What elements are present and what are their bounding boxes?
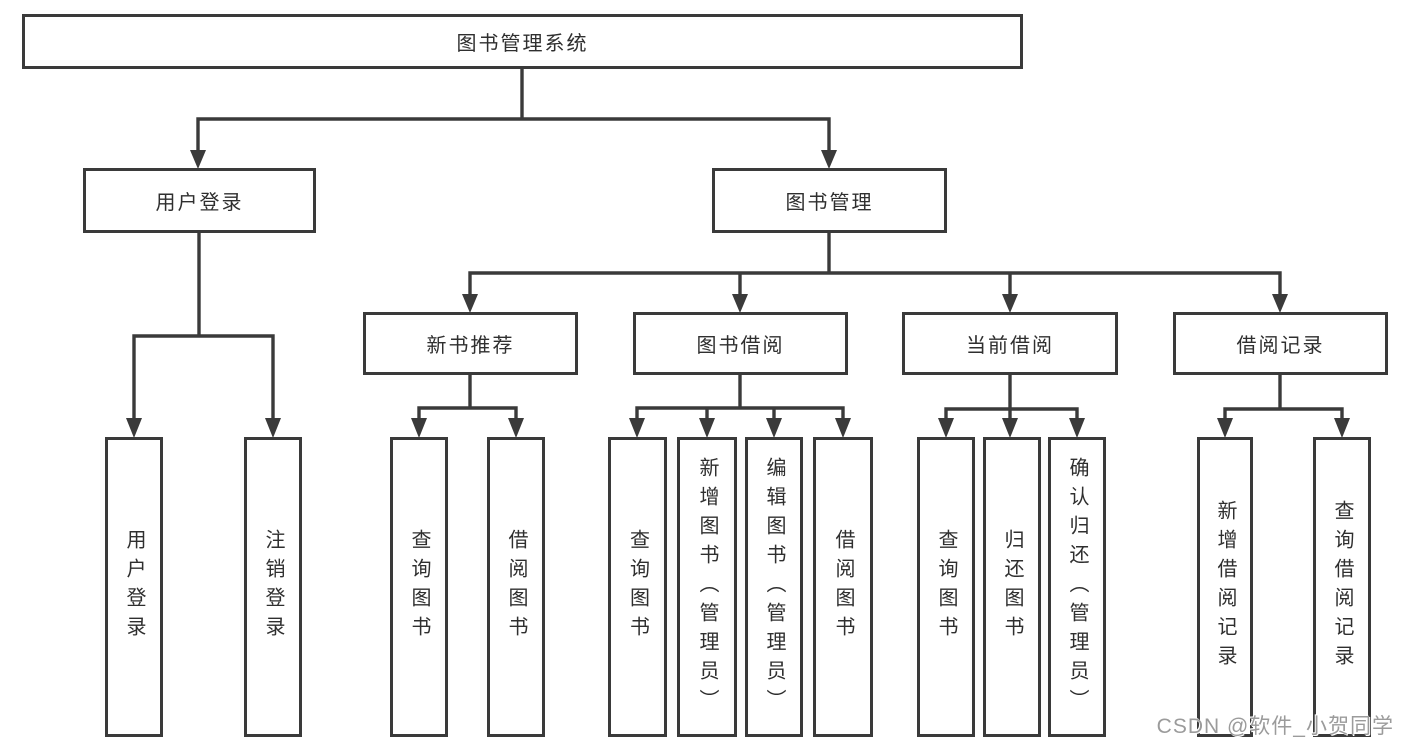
connector-root-branch [196, 117, 831, 157]
node-book-borrow: 图书借阅 [633, 312, 848, 375]
leaf-label: 新增图书（管理员） [696, 456, 718, 718]
arrow-icon [1002, 418, 1018, 438]
connector-book-borrow-branch [635, 406, 845, 426]
leaf-label: 借阅图书 [505, 529, 527, 645]
arrow-icon [190, 150, 206, 169]
connector-new-book-branch [417, 406, 518, 426]
arrow-icon [126, 418, 142, 438]
leaf-label: 查询图书 [935, 529, 957, 645]
leaf-query-books-2: 查询图书 [608, 437, 667, 737]
leaf-label: 查询借阅记录 [1331, 500, 1353, 674]
connector-user-login-branch [132, 334, 275, 425]
node-book-management: 图书管理 [712, 168, 947, 233]
leaf-label: 归还图书 [1001, 529, 1023, 645]
arrow-icon [629, 418, 645, 438]
arrow-icon [462, 294, 478, 313]
arrow-icon [1069, 418, 1085, 438]
arrow-icon [732, 294, 748, 313]
leaf-label: 借阅图书 [832, 529, 854, 645]
leaf-add-books-admin: 新增图书（管理员） [677, 437, 737, 737]
connector-book-mgmt-branch [468, 271, 1282, 300]
arrow-icon [1217, 418, 1233, 438]
arrow-icon [1272, 294, 1288, 313]
node-new-book-recommend: 新书推荐 [363, 312, 578, 375]
arrow-icon [411, 418, 427, 438]
leaf-query-borrow-record: 查询借阅记录 [1313, 437, 1371, 737]
arrow-icon [835, 418, 851, 438]
node-current-borrow: 当前借阅 [902, 312, 1118, 375]
node-borrow-records: 借阅记录 [1173, 312, 1388, 375]
leaf-confirm-return-admin: 确认归还（管理员） [1048, 437, 1106, 737]
leaf-label: 查询图书 [408, 529, 430, 645]
leaf-user-login: 用户登录 [105, 437, 163, 737]
leaf-query-books-1: 查询图书 [390, 437, 448, 737]
leaf-label: 新增借阅记录 [1214, 500, 1236, 674]
leaf-logout: 注销登录 [244, 437, 302, 737]
arrowheads [126, 150, 1350, 438]
arrow-icon [821, 150, 837, 169]
arrow-icon [265, 418, 281, 438]
leaf-return-books: 归还图书 [983, 437, 1041, 737]
leaf-label: 编辑图书（管理员） [763, 456, 785, 718]
arrow-icon [938, 418, 954, 438]
leaf-label: 注销登录 [262, 529, 284, 645]
arrow-icon [699, 418, 715, 438]
leaf-borrow-books-2: 借阅图书 [813, 437, 873, 737]
leaf-label: 查询图书 [626, 529, 649, 645]
leaf-label: 确认归还（管理员） [1066, 456, 1088, 718]
arrow-icon [1002, 294, 1018, 313]
node-user-login: 用户登录 [83, 168, 316, 233]
arrow-icon [508, 418, 524, 438]
arrow-icon [1334, 418, 1350, 438]
leaf-label: 用户登录 [123, 529, 145, 645]
arrow-icon [766, 418, 782, 438]
leaf-add-borrow-record: 新增借阅记录 [1197, 437, 1253, 737]
csdn-watermark: CSDN @软件_小贺同学 [1156, 715, 1394, 738]
leaf-edit-books-admin: 编辑图书（管理员） [745, 437, 803, 737]
connector-borrow-records-branch [1223, 407, 1344, 426]
leaf-borrow-books-1: 借阅图书 [487, 437, 545, 737]
leaf-query-books-3: 查询图书 [917, 437, 975, 737]
node-root-system: 图书管理系统 [22, 14, 1023, 69]
